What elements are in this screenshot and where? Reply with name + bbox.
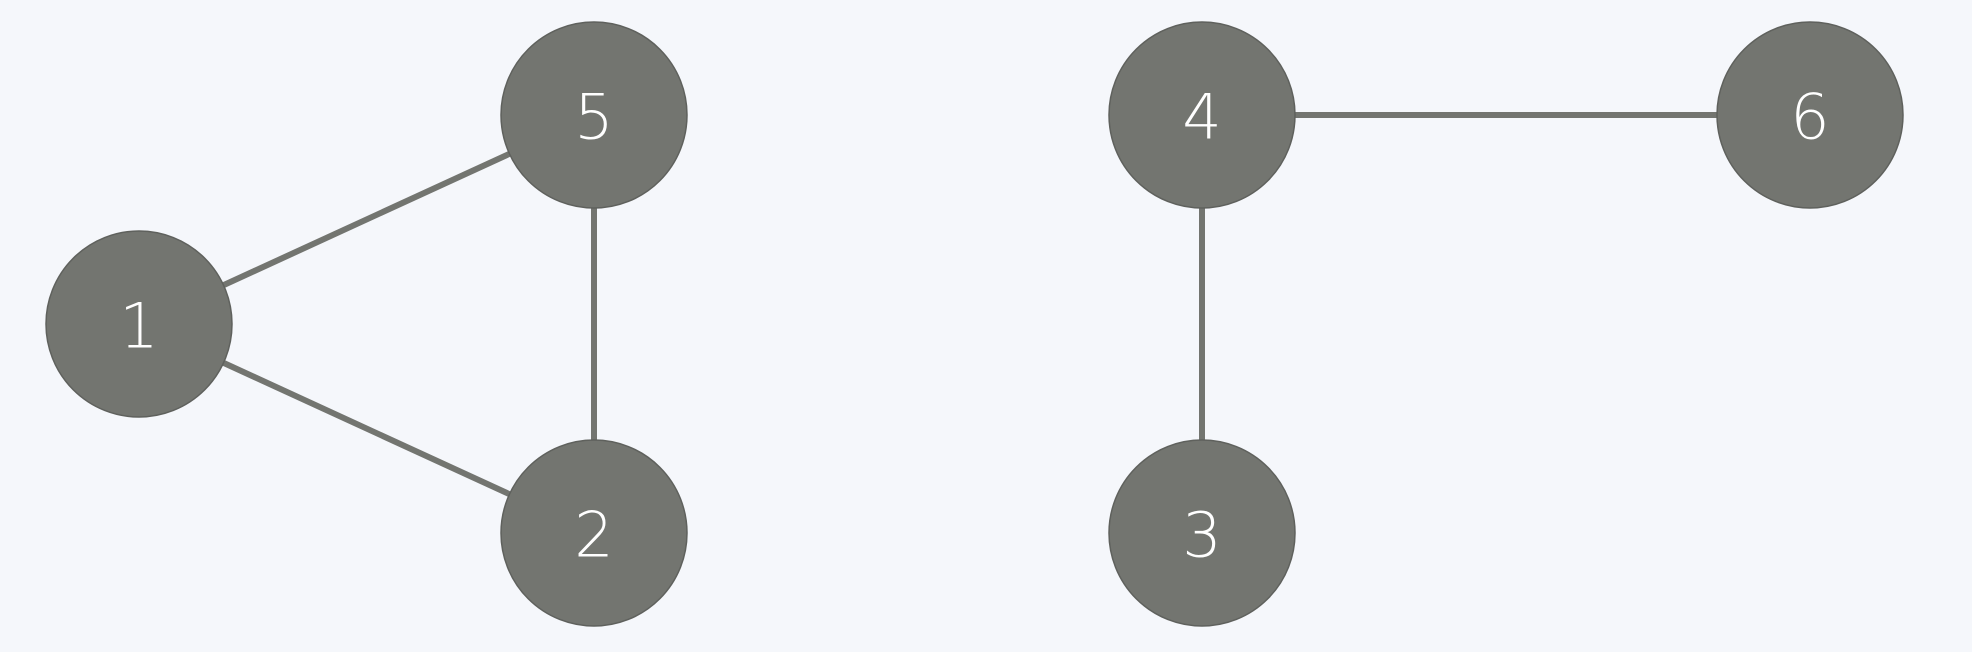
- node-label-1: 1: [119, 290, 158, 363]
- node-label-3: 3: [1182, 499, 1221, 572]
- node-label-2: 2: [574, 499, 613, 572]
- node-circle-2: [500, 439, 688, 627]
- node-4: 4: [1108, 21, 1296, 209]
- node-3: 3: [1108, 439, 1296, 627]
- node-1: 1: [45, 230, 233, 418]
- edges-layer: [137, 112, 1810, 536]
- node-6: 6: [1716, 21, 1904, 209]
- node-circle-6: [1716, 21, 1904, 209]
- node-circle-5: [500, 21, 688, 209]
- node-circle-1: [45, 230, 233, 418]
- node-5: 5: [500, 21, 688, 209]
- node-label-4: 4: [1182, 81, 1221, 154]
- node-label-5: 5: [574, 81, 613, 154]
- nodes-layer: 1 2 3 4 5 6: [45, 21, 1904, 627]
- node-circle-3: [1108, 439, 1296, 627]
- node-circle-4: [1108, 21, 1296, 209]
- node-label-6: 6: [1790, 81, 1829, 154]
- node-2: 2: [500, 439, 688, 627]
